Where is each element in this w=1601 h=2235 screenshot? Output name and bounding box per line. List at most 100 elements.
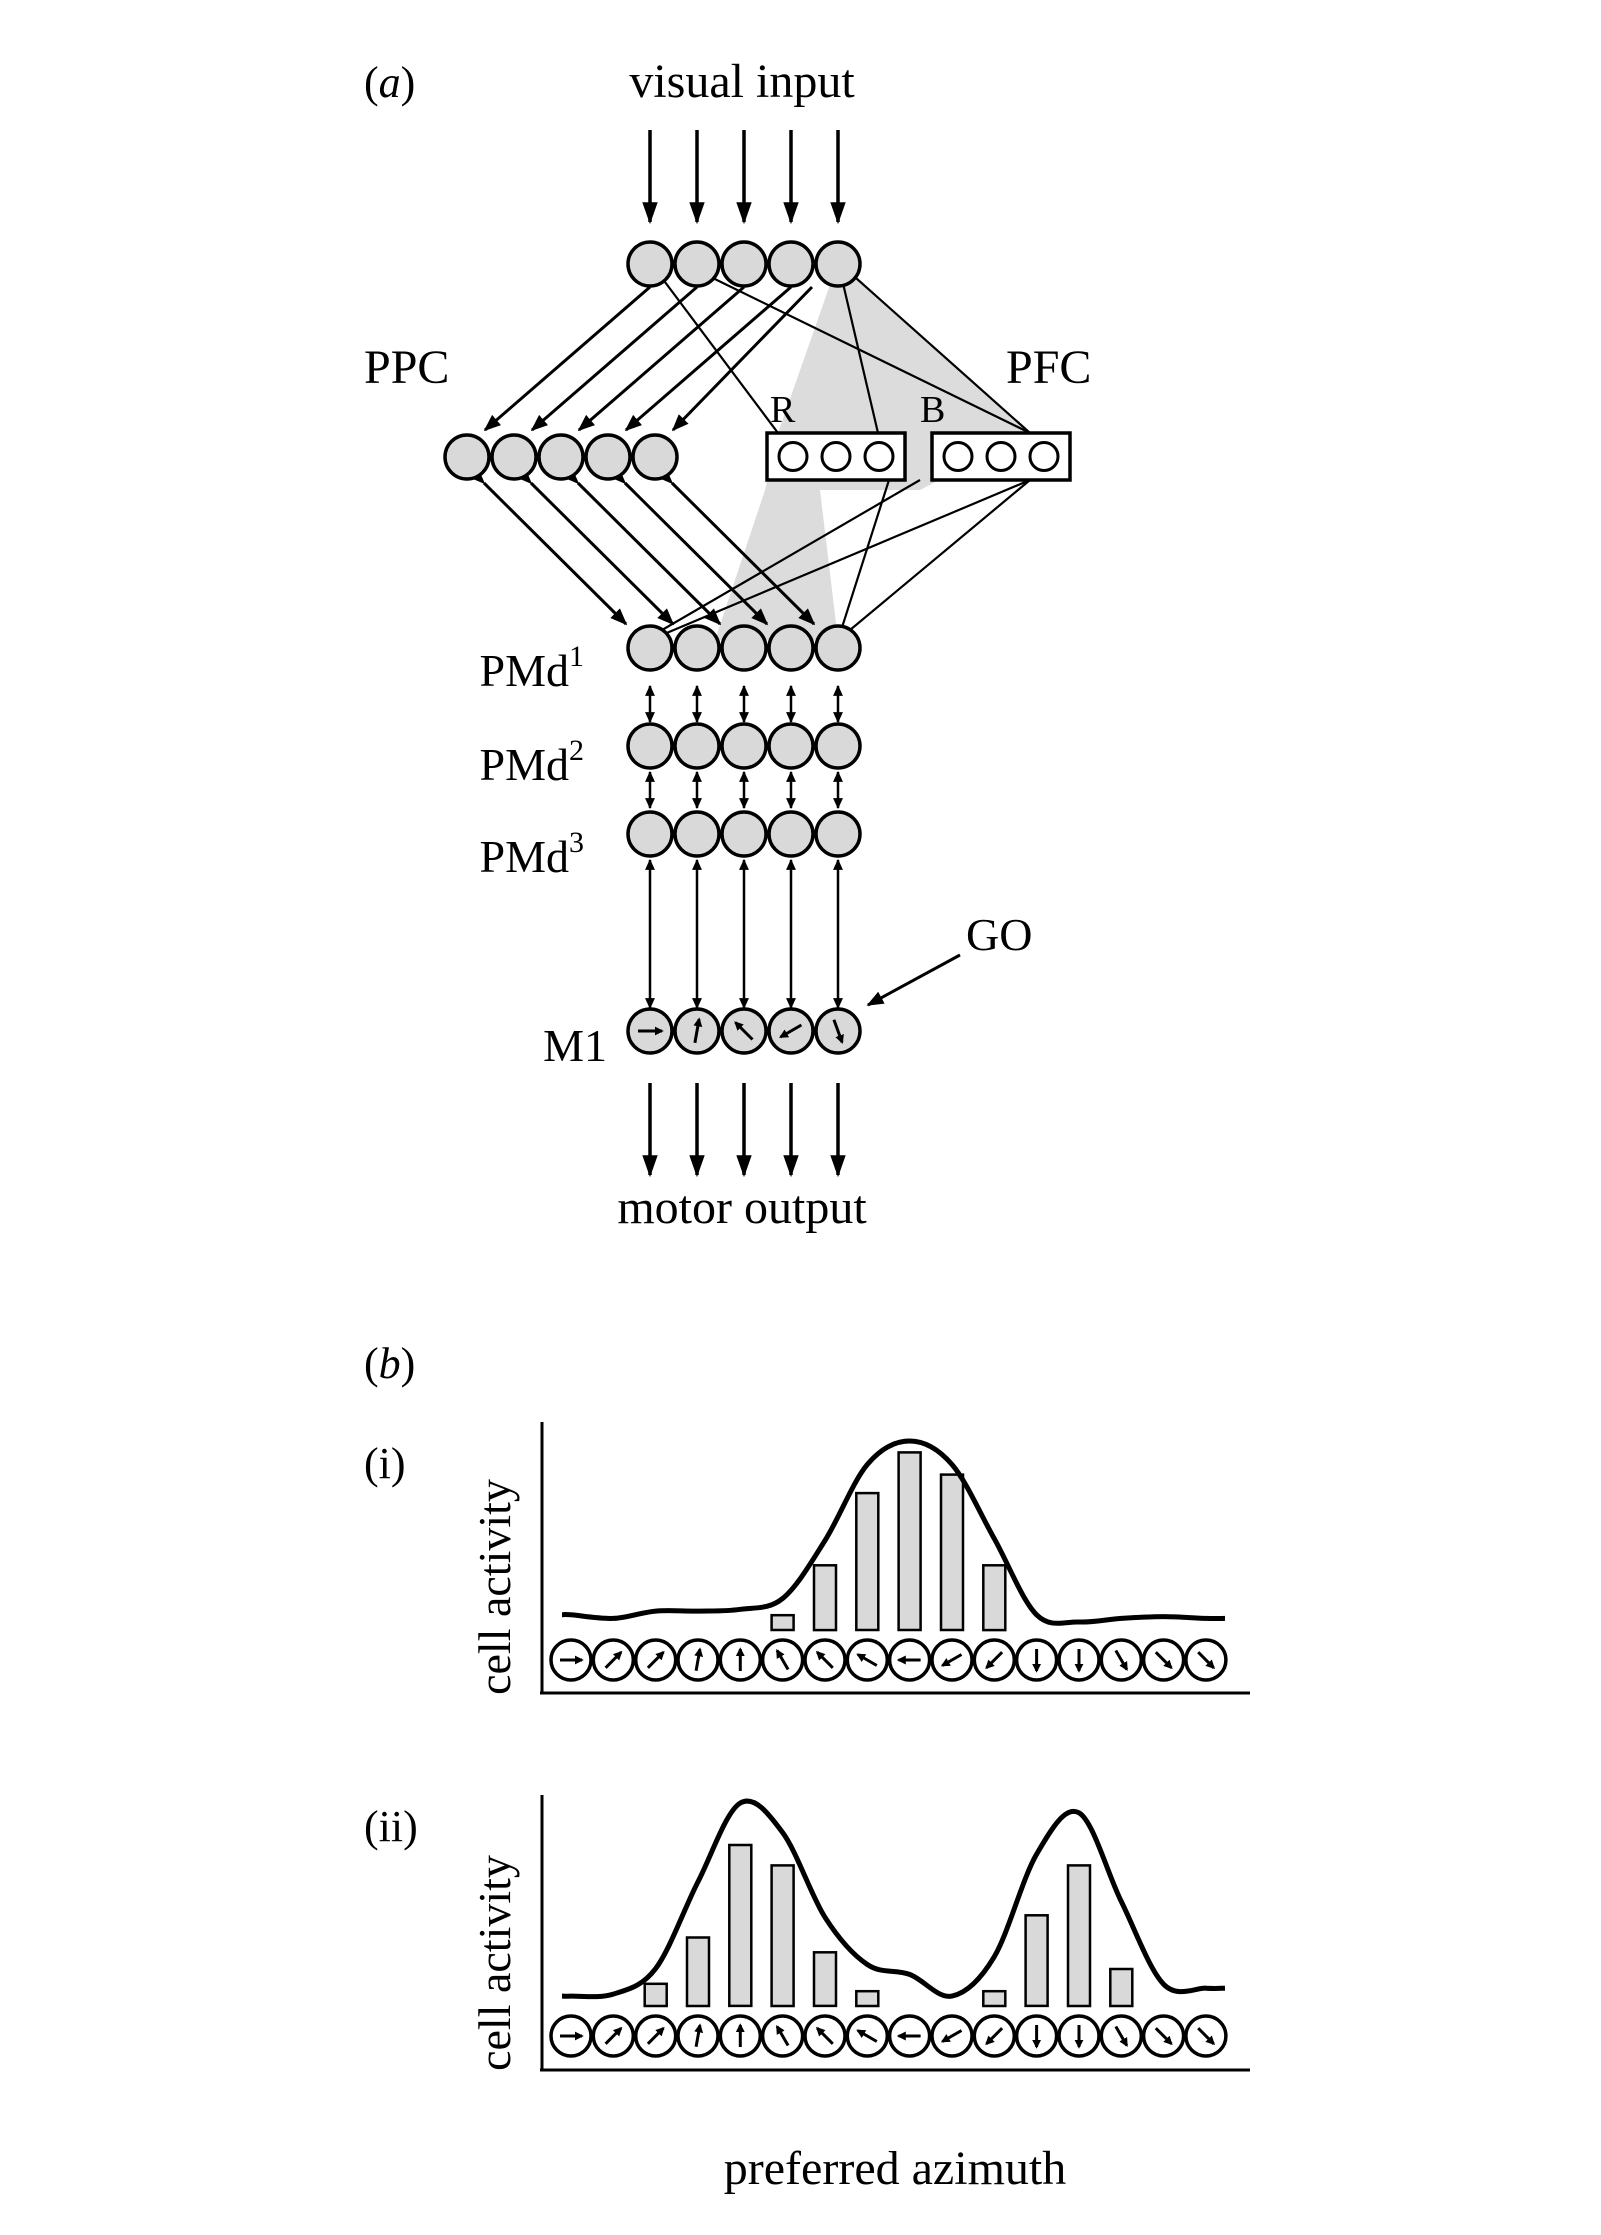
input-neuron-3 [720,240,768,288]
pfc-link-6 [649,479,921,638]
chart-ii-bar-6 [770,1864,795,2008]
m1-label: M1 [543,1020,607,1071]
pmd1-neuron-3 [720,624,768,672]
chart-ii-cell-direction-icon-4 [694,2023,704,2048]
x-axis-label: preferred azimuth [724,2142,1066,2195]
input-neuron-row [626,240,862,288]
ppc-pmd1-arrow-2 [515,467,675,626]
ppc-neuron-1 [443,433,491,481]
chart-ii-bar-4 [685,1936,711,2008]
chart-ii-cell-direction-icon-6 [775,2024,790,2047]
network-diagram: (a) visual input PP [364,55,1091,1234]
chart-ii-bar-7 [812,1951,838,2008]
ppc-label: PPC [364,341,449,394]
chart-ii-bar-8 [855,1989,880,2008]
chart-i-y-axis-label: cell activity [469,1479,520,1695]
input-to-ppc-arrow-2 [530,285,698,432]
ppc-pmd1-arrow-1 [468,467,628,626]
ppc-neuron-4 [584,433,632,481]
pfc-link-2 [679,261,1031,434]
rule-r-label: R [770,389,796,431]
activity-chart-i: (i) cell activity [364,1422,1250,1695]
pfc-link-7 [649,478,1031,642]
m1-direction-icon-4 [779,1023,803,1039]
chart-ii-bar-3 [643,1982,668,2008]
chart-i-activity-curve [561,1438,1226,1626]
chart-ii-bar-5 [728,1843,753,2008]
pmd3-neuron-4 [767,810,815,858]
panel-a-label: (a) [364,58,415,107]
ppc-connections [468,285,816,626]
chart-ii-cell-direction-icon-10 [940,2029,963,2043]
pfc-connection-lines [649,261,1031,642]
pmd3-neuron-2 [673,810,721,858]
pfc-link-5 [836,479,891,641]
m1-neuron-row [626,1007,862,1055]
rule-unit-b [930,431,1072,482]
m1-direction-icon-5 [832,1019,844,1044]
pmd2-neuron-4 [767,722,815,770]
chart-i-bars [770,1451,1007,1632]
m1-direction-icon-2 [693,1017,703,1044]
pmd3-neuron-1 [626,810,674,858]
chart-ii-bar-11 [982,1989,1007,2008]
chart-i-panel-label: (i) [364,1439,406,1488]
pmd1-neuron-row [626,624,862,672]
ppc-pmd1-arrow-5 [656,467,816,626]
chart-ii-bar-12 [1024,1914,1049,2008]
pmd2-neuron-row [626,722,862,770]
chart-i-bar-6 [770,1613,795,1632]
pmd-layer-connections [645,684,843,810]
chart-i-cell-direction-icon-7 [815,1650,834,1669]
chart-ii-cell-direction-icon-8 [856,2029,878,2043]
chart-ii-bar-14 [1109,1967,1134,2008]
input-neuron-4 [767,240,815,288]
ppc-neuron-3 [537,433,585,481]
chart-ii-direction-cells [549,2014,1228,2058]
chart-i-cell-direction-icon-16 [1197,1651,1215,1670]
chart-i-cell-direction-icon-15 [1154,1651,1173,1670]
pmd1-neuron-1 [626,624,674,672]
pmd3-m1-connections [645,858,843,1010]
go-arrow [866,953,961,1007]
chart-i-cell-direction-icon-11 [985,1651,1004,1670]
ppc-neuron-row [443,433,679,481]
rule-unit-r [765,431,907,482]
input-to-ppc-arrow-1 [483,285,651,432]
chart-ii-curve-group [561,1798,1226,2000]
input-to-ppc-arrow-3 [577,285,745,432]
chart-ii-cell-direction-icon-7 [815,2026,834,2045]
pmd1-neuron-2 [673,624,721,672]
chart-i-cell-direction-icon-3 [646,1650,665,1669]
chart-i-cell-direction-icon-10 [940,1653,963,1667]
chart-ii-bars [643,1843,1134,2008]
pmd1-neuron-4 [767,624,815,672]
pmd2-neuron-2 [673,722,721,770]
chart-ii-cell-direction-icon-14 [1114,2025,1129,2048]
chart-ii-bar-13 [1066,1864,1092,2008]
chart-ii-cell-direction-icon-11 [985,2027,1004,2046]
chart-ii-cell-direction-icon-16 [1197,2027,1215,2046]
input-neuron-5 [814,240,862,288]
chart-ii-cell-direction-icon-15 [1154,2027,1173,2046]
pfc-link-8 [837,479,1031,641]
activity-profiles: (b) (i) cell activity (ii) cell activity… [364,1339,1250,2195]
chart-ii-cell-direction-icon-2 [604,2026,623,2045]
chart-i-cell-direction-icon-14 [1114,1649,1129,1672]
chart-ii-cell-direction-icon-3 [646,2026,665,2045]
pfc-link-1 [649,261,779,434]
pmd2-label: PMd2 [480,734,584,790]
chart-i-cell-direction-icon-4 [694,1647,704,1672]
chart-i-cell-direction-icon-8 [856,1653,878,1667]
chart-i-cell-direction-icon-2 [604,1650,623,1669]
go-label: GO [966,909,1032,960]
visual-input-arrows [642,130,846,225]
motor-output-label: motor output [617,1181,867,1234]
pfc-link-3 [837,261,1031,434]
ppc-pmd1-arrow-3 [562,467,722,626]
input-to-ppc-arrow-5 [671,285,814,432]
pmd3-label: PMd3 [480,826,584,882]
pmd3-neuron-5 [814,810,862,858]
pmd2-neuron-1 [626,722,674,770]
